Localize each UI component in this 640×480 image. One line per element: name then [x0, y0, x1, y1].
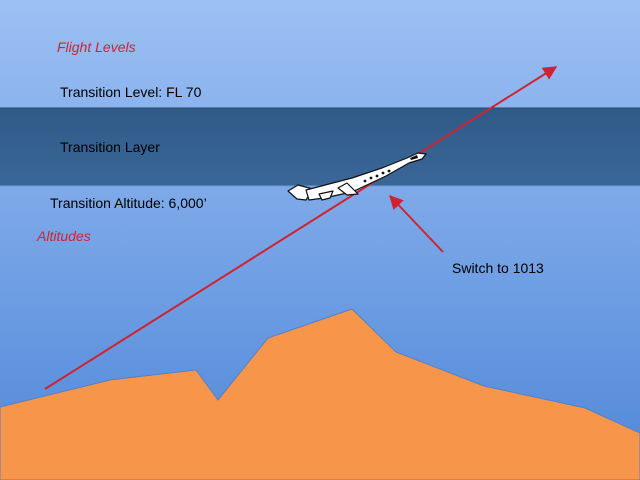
switch-callout-label: Switch to 1013: [452, 260, 544, 276]
transition-level-label: Transition Level: FL 70: [60, 84, 201, 100]
altitudes-label: Altitudes: [37, 228, 91, 244]
flight-levels-label: Flight Levels: [57, 39, 136, 55]
transition-altitude-label: Transition Altitude: 6,000’: [50, 195, 207, 211]
transition-layer-label: Transition Layer: [60, 139, 160, 155]
